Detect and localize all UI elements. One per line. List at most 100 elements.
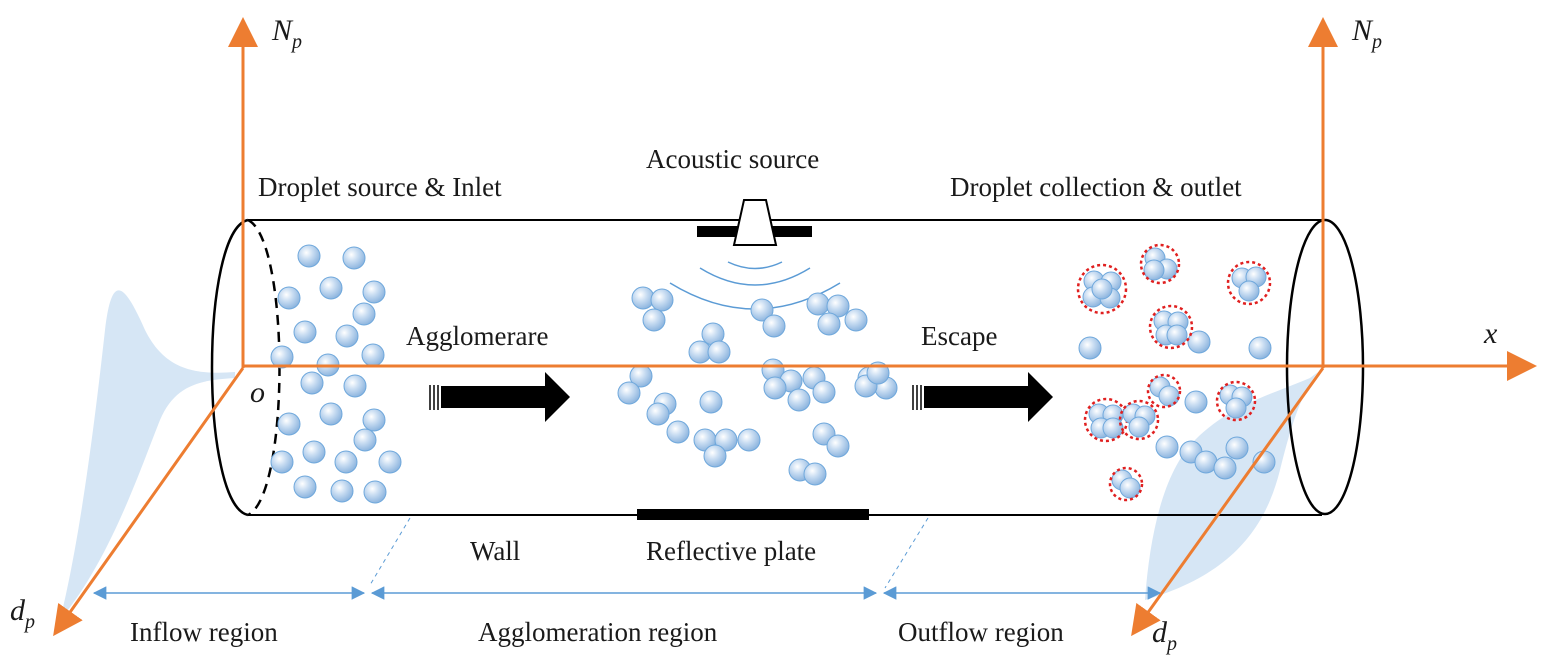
droplet <box>750 298 774 322</box>
droplet <box>666 420 690 444</box>
cluster-outline <box>1108 466 1144 502</box>
droplet <box>319 276 343 300</box>
droplet <box>293 320 317 344</box>
droplet-cluster <box>1108 466 1144 502</box>
droplet-cluster <box>1139 243 1181 285</box>
droplet <box>361 343 385 367</box>
cluster-outline <box>1215 380 1257 422</box>
droplet <box>826 434 850 458</box>
droplet <box>362 280 386 304</box>
x-axis-label: x <box>1483 317 1498 350</box>
droplet <box>1078 336 1102 360</box>
droplet <box>1102 417 1124 439</box>
droplet <box>1184 390 1208 414</box>
droplet <box>302 440 326 464</box>
droplet <box>1091 278 1113 300</box>
droplet <box>817 312 841 336</box>
droplet <box>803 462 827 486</box>
droplet <box>330 479 354 503</box>
droplet <box>844 308 868 332</box>
droplets <box>270 244 1276 504</box>
droplet <box>737 428 761 452</box>
droplet <box>812 380 836 404</box>
cluster-outline <box>1118 399 1160 441</box>
dp-label-left: dp <box>10 594 35 633</box>
droplet <box>270 450 294 474</box>
droplet <box>1225 436 1249 460</box>
cluster-outline <box>1146 373 1182 409</box>
droplet <box>277 286 301 310</box>
droplet <box>703 444 727 468</box>
droplet <box>646 402 670 426</box>
wall-label: Wall <box>470 536 520 566</box>
droplet <box>806 292 830 316</box>
droplet <box>642 308 666 332</box>
inflow-region-label: Inflow region <box>130 617 278 647</box>
escape-flow-arrow <box>912 372 1053 422</box>
droplet <box>297 244 321 268</box>
droplet <box>362 408 386 432</box>
inlet-ellipse-front <box>210 218 249 517</box>
reflective-plate-label: Reflective plate <box>646 536 816 566</box>
droplet <box>353 428 377 452</box>
np-label-right: Np <box>1351 14 1382 53</box>
droplet <box>714 428 738 452</box>
agglomerare-label: Agglomerare <box>406 321 548 351</box>
wall-leader-left <box>369 517 411 586</box>
droplet <box>787 388 811 412</box>
droplet <box>293 475 317 499</box>
droplet <box>763 376 787 400</box>
inflow-size-distribution <box>60 290 235 620</box>
acoustic-source <box>669 199 841 310</box>
droplet <box>1248 336 1272 360</box>
sound-wave-1 <box>727 261 783 270</box>
droplet <box>378 450 402 474</box>
droplet <box>270 345 294 369</box>
droplet <box>1143 259 1165 281</box>
droplet-cluster <box>1076 263 1128 315</box>
droplet <box>650 288 674 312</box>
droplet <box>1119 477 1141 499</box>
axes <box>53 17 1537 637</box>
droplet <box>1128 416 1150 438</box>
droplet <box>1213 456 1237 480</box>
dp-axis-right <box>1131 367 1325 637</box>
np-label-left: Np <box>271 14 302 53</box>
droplet-source-label: Droplet source & Inlet <box>258 172 502 202</box>
droplet-cluster <box>1148 304 1194 350</box>
droplet-cluster <box>1226 260 1272 306</box>
droplet <box>277 412 301 436</box>
outflow-region-label: Outflow region <box>898 617 1064 647</box>
droplet <box>762 314 786 338</box>
cluster-outline <box>1226 260 1272 306</box>
droplet <box>1238 280 1260 302</box>
droplet <box>343 374 367 398</box>
dp-axis-left <box>53 367 245 637</box>
droplet <box>363 480 387 504</box>
droplet <box>319 402 343 426</box>
outflow-size-distribution <box>1145 372 1318 600</box>
droplet <box>335 324 359 348</box>
agglomerate-flow-arrow <box>429 372 570 422</box>
droplet <box>342 246 366 270</box>
reflective-plate <box>637 509 869 520</box>
droplet <box>300 371 324 395</box>
droplet <box>617 381 641 405</box>
wall-leader-right <box>884 517 929 589</box>
droplet <box>352 302 376 326</box>
droplet-collection-label: Droplet collection & outlet <box>950 172 1242 202</box>
droplet <box>1187 330 1211 354</box>
dp-label-right: dp <box>1152 616 1177 655</box>
acoustic-source-label: Acoustic source <box>646 144 819 174</box>
cluster-outline <box>1148 304 1194 350</box>
sound-wave-2 <box>699 267 811 286</box>
agglomerated-clusters <box>1076 243 1272 502</box>
droplet <box>707 340 731 364</box>
cluster-outline <box>1076 263 1128 315</box>
droplet <box>334 450 358 474</box>
acoustic-source-emitter <box>732 199 778 246</box>
escape-label: Escape <box>921 321 997 351</box>
droplet <box>1155 435 1179 459</box>
